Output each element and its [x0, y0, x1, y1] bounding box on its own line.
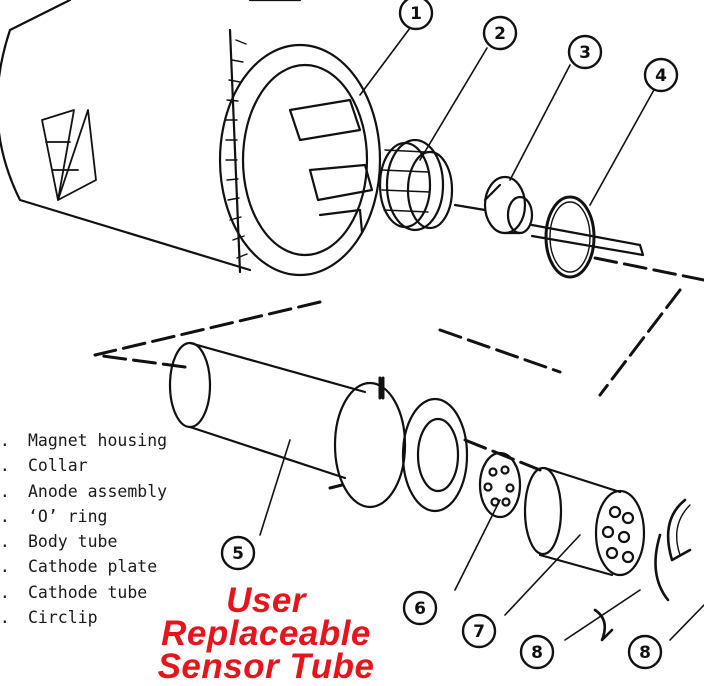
- legend-item: 2.Collar: [0, 456, 88, 476]
- legend-item: 6.Cathode plate: [0, 557, 158, 577]
- svg-text:7: 7: [473, 622, 485, 642]
- svg-text:4: 4: [655, 66, 667, 86]
- legend-item: 4.‘O’ ring: [0, 506, 108, 526]
- callout-2: 2: [482, 15, 518, 51]
- callout-5: 5: [220, 535, 256, 571]
- leader-lines: [259, 27, 704, 641]
- callouts: 1 2 3 4 5 6 7 8 8: [220, 0, 679, 670]
- svg-text:6: 6: [414, 599, 426, 619]
- svg-text:1: 1: [410, 4, 422, 24]
- collar: [378, 138, 454, 232]
- cathode-plate: [478, 451, 522, 519]
- headline: User Replaceable Sensor Tube: [116, 581, 416, 686]
- headline-line-2: Replaceable: [161, 614, 371, 653]
- callout-8b: 8: [627, 634, 663, 670]
- alignment-lines: [93, 256, 704, 472]
- svg-text:3: 3: [579, 43, 591, 63]
- legend-item: 8.Circlip: [0, 608, 98, 628]
- callout-7: 7: [461, 613, 497, 649]
- headline-line-3: Sensor Tube: [157, 647, 375, 686]
- callout-4: 4: [643, 57, 679, 93]
- callout-6: 6: [402, 590, 438, 626]
- o-ring: [544, 195, 596, 279]
- body-tube: [168, 341, 469, 513]
- anode-assembly: [453, 175, 645, 257]
- cathode-tube: [523, 466, 646, 577]
- headline-line-1: User: [226, 581, 306, 620]
- callout-1: 1: [398, 0, 434, 31]
- legend-item: 3.Anode assembly: [0, 481, 168, 501]
- legend-item: 5.Body tube: [0, 532, 118, 552]
- circlip: [593, 498, 692, 642]
- callout-8a: 8: [519, 634, 555, 670]
- svg-text:2: 2: [494, 24, 506, 44]
- svg-text:5: 5: [232, 544, 244, 564]
- parts-legend: 1.Magnet housing 2.Collar 3.Anode assemb…: [0, 428, 167, 630]
- magnet-housing: [0, 0, 382, 277]
- legend-item: 7.Cathode tube: [0, 582, 148, 602]
- svg-text:8: 8: [531, 643, 543, 663]
- svg-text:8: 8: [639, 643, 651, 663]
- legend-item: 1.Magnet housing: [0, 431, 168, 450]
- logo-mark-icon: [41, 109, 97, 201]
- callout-3: 3: [567, 34, 603, 70]
